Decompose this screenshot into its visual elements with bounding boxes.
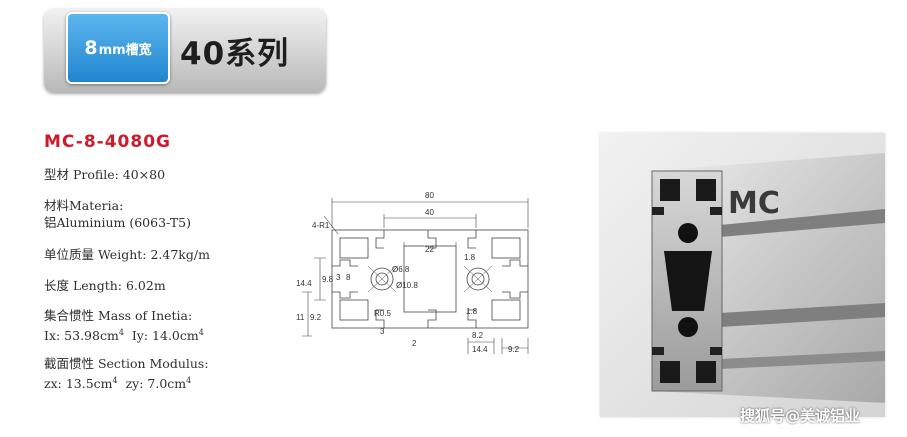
core-left-outer bbox=[370, 267, 394, 291]
spec-iy: Iy: 14.0cm bbox=[131, 328, 199, 344]
dim-2: 2 bbox=[412, 339, 417, 348]
dim-1-8-bottom: 1.8 bbox=[466, 307, 478, 316]
dim-11: 11 bbox=[296, 313, 305, 322]
profile-cross-section-drawing: 80 40 22 4-R1 14.4 9.8 3 8 Ø6.8 Ø10.8 1.… bbox=[296, 191, 529, 354]
spec-zx-exp: 4 bbox=[112, 376, 118, 385]
core-right-outer bbox=[466, 267, 490, 291]
dim-3: 3 bbox=[336, 273, 341, 282]
spec-zx: zx: 13.5cm bbox=[44, 376, 113, 392]
spec-weight: 单位质量 Weight: 2.47kg/m bbox=[44, 247, 210, 262]
spec-ix: Ix: 53.98cm bbox=[44, 328, 119, 344]
photo-mc-label: MC bbox=[728, 186, 780, 221]
dim-40: 40 bbox=[425, 208, 434, 217]
dim-14-4-bottom: 14.4 bbox=[472, 345, 488, 354]
badge-number: 8 bbox=[84, 37, 98, 59]
series-title: 40系列 bbox=[180, 36, 290, 72]
pocket-bottom-left bbox=[339, 299, 369, 321]
dim-3-bottom: 3 bbox=[380, 327, 385, 336]
core-right-inner bbox=[471, 272, 485, 286]
center-cavity bbox=[403, 245, 457, 313]
dim-4r1: 4-R1 bbox=[312, 221, 330, 230]
spec-iy-exp: 4 bbox=[198, 328, 204, 337]
spec-section-values: zx: 13.5cm4 zy: 7.0cm4 bbox=[44, 372, 191, 392]
dim-9-2-bottom: 9.2 bbox=[508, 345, 520, 354]
dim-1-8-top: 1.8 bbox=[464, 253, 476, 262]
pocket-bottom-right bbox=[491, 299, 521, 321]
source-watermark: 搜狐号@美诚铝业 bbox=[740, 407, 861, 425]
core-left-inner bbox=[375, 272, 389, 286]
spec-section-label: 截面惯性 Section Modulus: bbox=[44, 356, 209, 371]
profile-render: MC bbox=[651, 153, 885, 403]
model-number: MC-8-4080G bbox=[44, 132, 171, 152]
spec-profile: 型材 Profile: 40×80 bbox=[44, 167, 166, 182]
badge-unit: mm槽宽 bbox=[98, 42, 152, 58]
spec-zy: zy: 7.0cm bbox=[125, 376, 187, 392]
dim-14-4-left: 14.4 bbox=[296, 279, 312, 288]
spec-length: 长度 Length: 6.02m bbox=[44, 278, 166, 293]
dim-r0-5: R0.5 bbox=[374, 309, 391, 318]
profile-outline bbox=[331, 229, 529, 329]
dim-8-2: 8.2 bbox=[472, 331, 484, 340]
dim-d6-8: Ø6.8 bbox=[392, 265, 410, 274]
spec-material-value: 铝Aluminium (6063-T5) bbox=[44, 215, 191, 230]
dim-80: 80 bbox=[425, 191, 434, 200]
dim-9-2-left: 9.2 bbox=[310, 313, 322, 322]
dim-d10-8: Ø10.8 bbox=[396, 281, 418, 290]
pocket-top-left bbox=[339, 237, 369, 259]
dim-8: 8 bbox=[346, 273, 351, 282]
spec-material-label: 材料Materia: bbox=[44, 198, 124, 213]
profile-product-photo: MC bbox=[600, 133, 885, 417]
spec-inertia-label: 集合惯性 Mass of Inetia: bbox=[44, 308, 193, 323]
pocket-top-right bbox=[491, 237, 521, 259]
dim-22: 22 bbox=[425, 245, 434, 254]
spec-ix-exp: 4 bbox=[118, 328, 124, 337]
spec-zy-exp: 4 bbox=[186, 376, 192, 385]
spec-inertia-values: Ix: 53.98cm4 Iy: 14.0cm4 bbox=[44, 324, 204, 344]
dim-9-8: 9.8 bbox=[322, 275, 334, 284]
